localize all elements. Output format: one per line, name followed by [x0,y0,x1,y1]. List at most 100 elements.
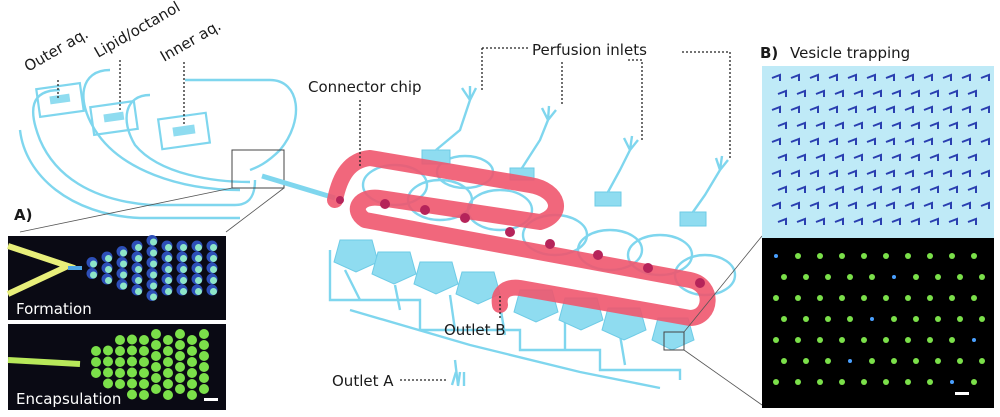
trap-structure [891,185,901,193]
droplet [146,235,158,246]
trap-structure [961,169,971,177]
trapped-vesicle [979,274,985,280]
trapped-vesicle [950,380,954,384]
trap-structure [929,217,939,225]
trap-structure [866,137,876,145]
droplet [101,251,113,263]
trapped-vesicle [913,274,919,280]
trapped-vesicles-image [762,238,994,408]
droplet [206,262,218,274]
droplet [131,262,143,274]
vesicle [103,378,113,389]
trapped-vesicle [913,358,919,364]
vesicle [199,384,209,394]
trap-structure [885,105,895,113]
vesicle [199,340,209,350]
droplet [101,273,113,285]
vesicle [127,378,137,389]
vesicle [163,346,173,356]
trapped-vesicle [935,274,941,280]
trap-structure [771,73,781,81]
trapped-vesicle [817,379,823,385]
vesicle [151,373,161,383]
trap-structure [777,217,787,225]
vesicle [163,357,173,367]
trapped-vesicle [883,337,889,343]
trapped-vesicle [905,253,911,259]
outlet-b-label: Outlet B [444,321,506,339]
droplet [191,251,203,263]
trapped-vesicle [957,358,963,364]
trap-structure [948,121,958,129]
trapped-vesicle [817,253,823,259]
vesicle [115,368,125,378]
trap-structure [923,73,933,81]
trap-structure [967,89,977,97]
vesicle [187,335,197,345]
trapped-vesicle [839,295,845,301]
droplet [131,251,143,263]
trap-structure [790,201,800,209]
trap-structure [929,89,939,97]
vesicle [199,329,209,339]
trap-structure [980,73,990,81]
trap-structure [815,153,825,161]
trap-structure [980,137,990,145]
trap-structure [891,89,901,97]
trapped-vesicle [795,379,801,385]
trapped-vesicle [847,316,853,322]
trap-structure [866,201,876,209]
trap-structure [815,217,825,225]
inner-aq-inlet [156,111,212,151]
trapped-vesicle [905,379,911,385]
trap-structure [796,153,806,161]
trap-structure [891,153,901,161]
trapping-chip [327,86,763,406]
trap-structure [815,89,825,97]
trap-structure [942,201,952,209]
trap-structure [809,73,819,81]
trap-structure [853,217,863,225]
trap-structure [809,105,819,113]
trap-structure [948,185,958,193]
trapped-vesicle [839,337,845,343]
trap-structure [980,169,990,177]
trap-structure [872,153,882,161]
droplet [146,257,158,268]
trapped-vesicle [774,254,778,258]
droplet [161,262,173,274]
trapped-vesicle [891,358,897,364]
vesicle [91,368,101,378]
trap-structure [980,201,990,209]
connector-channel [327,150,716,326]
droplet [176,251,188,263]
trap-structure [790,137,800,145]
vesicle [139,390,149,400]
vesicle [115,346,125,356]
trapped-vesicle [869,358,875,364]
vesicle [163,390,173,400]
vesicle [115,379,125,389]
vesicle [163,379,173,389]
trapped-vesicle [781,274,787,280]
trap-structure [872,217,882,225]
trap-structure [904,137,914,145]
trap-structure [847,201,857,209]
trapped-vesicle [825,358,831,364]
trap-structure [967,121,977,129]
droplet [101,262,113,274]
trap-structure [834,153,844,161]
trap-structure [872,89,882,97]
vesicle [115,357,125,367]
droplet [131,284,143,296]
lipid-octanol-inlet [89,99,139,137]
trap-structure [847,137,857,145]
trap-structure [828,105,838,113]
vesicle [175,351,185,361]
droplet [86,268,98,279]
droplet [191,240,203,252]
trapped-vesicle [891,316,897,322]
trapped-vesicle [773,295,779,301]
trap-structure [885,201,895,209]
droplet [176,262,188,274]
